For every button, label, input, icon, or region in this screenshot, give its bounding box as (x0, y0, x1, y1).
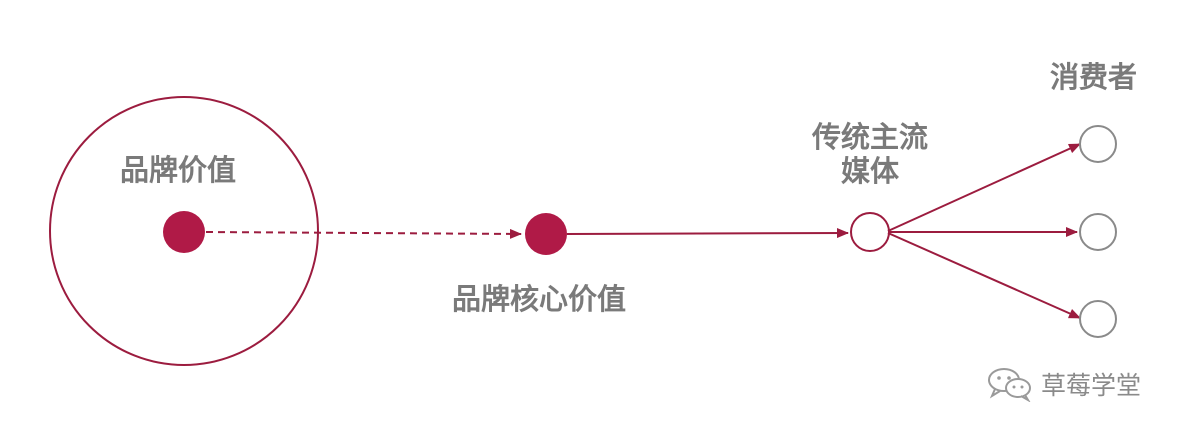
consumer-node-2 (1079, 213, 1117, 251)
brand-value-label: 品牌价值 (120, 153, 237, 187)
consumer-label: 消费者 (1050, 60, 1138, 94)
watermark: 草莓学堂 (985, 366, 1141, 402)
consumer-node-1 (1079, 125, 1117, 163)
media-label-line1: 传统主流 (811, 120, 928, 154)
media-node (850, 212, 890, 252)
core-value-label: 品牌核心价值 (452, 282, 627, 316)
consumer-node-3 (1079, 300, 1117, 338)
media-to-consumer-arrow-1 (887, 143, 1081, 232)
media-label: 传统主流 媒体 (800, 120, 940, 188)
dashed-arrow (205, 228, 522, 239)
wechat-icon (988, 368, 1031, 402)
core-value-dot (525, 213, 567, 255)
core-to-media-arrow (566, 228, 849, 239)
brand-value-dot (163, 211, 205, 253)
media-label-line2: 媒体 (840, 154, 899, 188)
media-to-consumer-arrow-3 (887, 232, 1081, 319)
brand-value-circle (49, 96, 319, 366)
watermark-text: 草莓学堂 (1041, 371, 1142, 400)
